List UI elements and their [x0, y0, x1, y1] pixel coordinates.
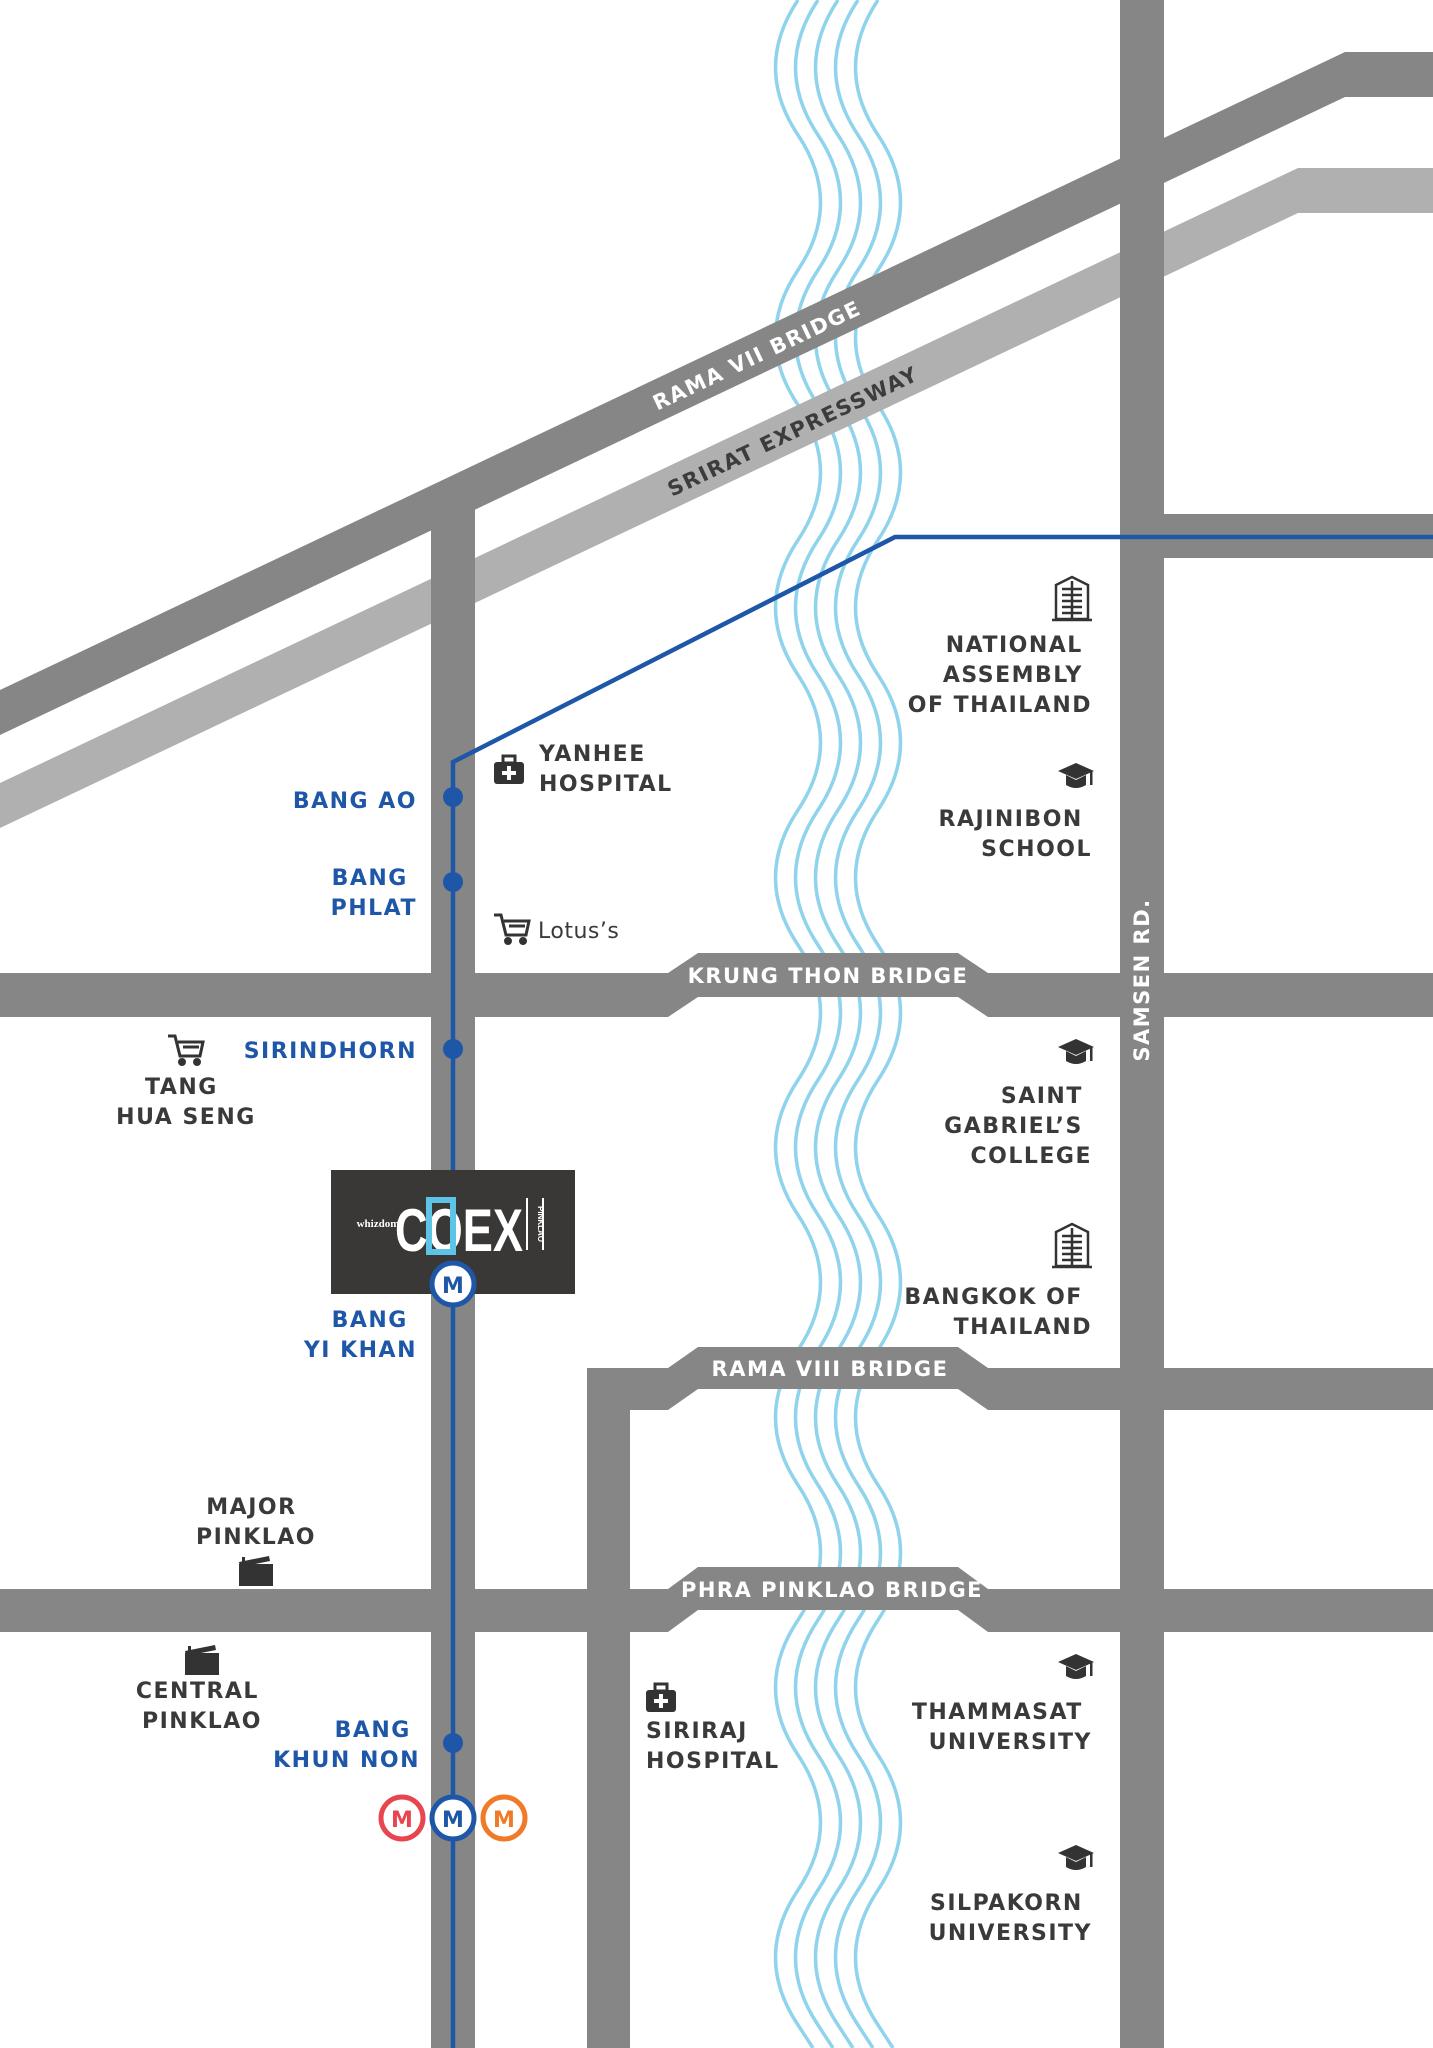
- station-label-bang-khun-non: BANG KHUN NON: [273, 1718, 420, 1773]
- cinema-icon: [239, 1556, 273, 1586]
- place-label-central-pinklao: CENTRAL PINKLAO: [136, 1679, 268, 1734]
- cinema-icon: [185, 1645, 219, 1675]
- place-label-rajinibon: RAJINIBON SCHOOL: [939, 807, 1093, 862]
- metro-line: [450, 534, 1433, 2048]
- place-line: HOSPITAL: [646, 1749, 780, 1774]
- bang-phlat-station-dot: [443, 872, 463, 892]
- metro-orange-line-icon: [480, 1794, 528, 1842]
- place-line: YANHEE: [538, 742, 646, 767]
- krung-thon-bridge-road: [0, 953, 1433, 1017]
- place-line: THAILAND: [954, 1315, 1092, 1340]
- rama-viii-bridge-road: [587, 1347, 1433, 1410]
- river-wave-3: [813, 0, 863, 2048]
- place-line: SAINT: [1001, 1084, 1083, 1109]
- station-label-bang-yi-khan: BANG YI KHAN: [303, 1308, 417, 1363]
- place-line: TANG: [145, 1075, 218, 1100]
- place-line: MAJOR: [206, 1495, 296, 1520]
- place-line: UNIVERSITY: [929, 1921, 1092, 1946]
- place-label-thammasat: THAMMASAT UNIVERSITY: [912, 1700, 1092, 1755]
- station-line: BANG: [332, 1308, 408, 1333]
- place-label-tang-hua-seng: TANG HUA SENG: [116, 1075, 256, 1130]
- station-line: KHUN NON: [273, 1748, 420, 1773]
- srirat-expressway-road: [0, 168, 1433, 828]
- graduation-cap-icon: [1058, 763, 1094, 788]
- place-line: SIRIRAJ: [646, 1719, 748, 1744]
- hospital-icon: [646, 1682, 676, 1712]
- metro-badge-icon: [429, 1260, 477, 1308]
- graduation-cap-icon: [1058, 1039, 1094, 1064]
- graduation-cap-icon: [1058, 1845, 1094, 1870]
- place-line: HOSPITAL: [539, 772, 673, 797]
- graduation-cap-icon: [1058, 1654, 1094, 1679]
- place-line: GABRIEL’S: [944, 1114, 1083, 1139]
- place-label-saint-gabriel: SAINT GABRIEL’S COLLEGE: [944, 1084, 1092, 1169]
- place-line: ASSEMBLY: [943, 663, 1083, 688]
- rama-viii-bridge-label: RAMA VIII BRIDGE: [712, 1357, 949, 1381]
- place-label-yanhee: YANHEE HOSPITAL: [538, 742, 673, 797]
- place-line: UNIVERSITY: [929, 1730, 1092, 1755]
- place-label-silpakorn: SILPAKORN UNIVERSITY: [929, 1891, 1092, 1946]
- cart-icon: [168, 1034, 205, 1066]
- place-label-lotus: Lotus’s: [538, 919, 619, 944]
- metro-orange-letter: M: [493, 1808, 515, 1833]
- place-label-major-pinklao: MAJOR PINKLAO: [196, 1495, 316, 1550]
- place-line: PINKLAO: [142, 1709, 262, 1734]
- bang-ao-station-dot: [443, 787, 463, 807]
- sirindhorn-station-dot: [443, 1039, 463, 1059]
- station-line: BANG: [332, 866, 408, 891]
- bang-khun-non-station-dot: [443, 1733, 463, 1753]
- place-line: NATIONAL: [946, 633, 1083, 658]
- cart-icon: [494, 913, 531, 945]
- station-label-bang-phlat: BANG PHLAT: [331, 866, 417, 921]
- rama-vii-bridge-road: [0, 52, 1433, 735]
- phra-pinklao-bridge-road: [0, 1567, 1433, 1632]
- station-label-sirindhorn: SIRINDHORN: [244, 1039, 417, 1064]
- place-line: SILPAKORN: [930, 1891, 1083, 1916]
- krung-thon-bridge-label: KRUNG THON BRIDGE: [688, 964, 969, 988]
- place-line: RAJINIBON: [939, 807, 1083, 832]
- station-line: BANG: [335, 1718, 411, 1743]
- place-line: HUA SENG: [116, 1105, 256, 1130]
- coex-pinklao-logo: whizdom COEX PINKLAO M: [331, 1170, 575, 1308]
- samsen-road: [1120, 0, 1164, 2048]
- place-label-national-assembly: NATIONAL ASSEMBLY OF THAILAND: [908, 633, 1092, 718]
- building-icon: [1052, 575, 1092, 622]
- place-line: THAMMASAT: [912, 1700, 1083, 1725]
- interchange-badges: M M M: [378, 1794, 528, 1842]
- station-line: YI KHAN: [303, 1338, 417, 1363]
- river-wave-4: [833, 0, 883, 2048]
- phra-pinklao-bridge-label: PHRA PINKLAO BRIDGE: [681, 1578, 983, 1602]
- place-label-siriraj: SIRIRAJ HOSPITAL: [646, 1719, 780, 1774]
- metro-badge-letter: M: [442, 1274, 464, 1299]
- place-line: PINKLAO: [196, 1525, 316, 1550]
- samsen-rd-label: SAMSEN RD.: [1130, 898, 1154, 1061]
- metro-red-letter: M: [391, 1808, 413, 1833]
- arun-amarin-road: [587, 1368, 630, 2048]
- building-icon: [1052, 1222, 1092, 1269]
- metro-blue-letter: M: [442, 1808, 464, 1833]
- station-label-bang-ao: BANG AO: [293, 789, 417, 814]
- place-line: SCHOOL: [981, 837, 1092, 862]
- river-wave-5: [853, 0, 903, 2048]
- place-line: BANGKOK OF: [904, 1285, 1082, 1310]
- logo-sub: PINKLAO: [536, 1206, 545, 1242]
- place-label-bangkok-of-thailand: BANGKOK OF THAILAND: [904, 1285, 1092, 1340]
- place-line: COLLEGE: [971, 1144, 1093, 1169]
- metro-red-line-icon: [378, 1794, 426, 1842]
- logo-accent-bracket: [426, 1197, 456, 1255]
- place-line: CENTRAL: [136, 1679, 259, 1704]
- station-line: PHLAT: [331, 896, 417, 921]
- logo-brand-small: whizdom: [357, 1218, 400, 1230]
- place-line: OF THAILAND: [908, 693, 1092, 718]
- hospital-icon: [494, 754, 524, 784]
- metro-blue-line-icon: [429, 1794, 477, 1842]
- logo-name: COEX: [395, 1197, 523, 1264]
